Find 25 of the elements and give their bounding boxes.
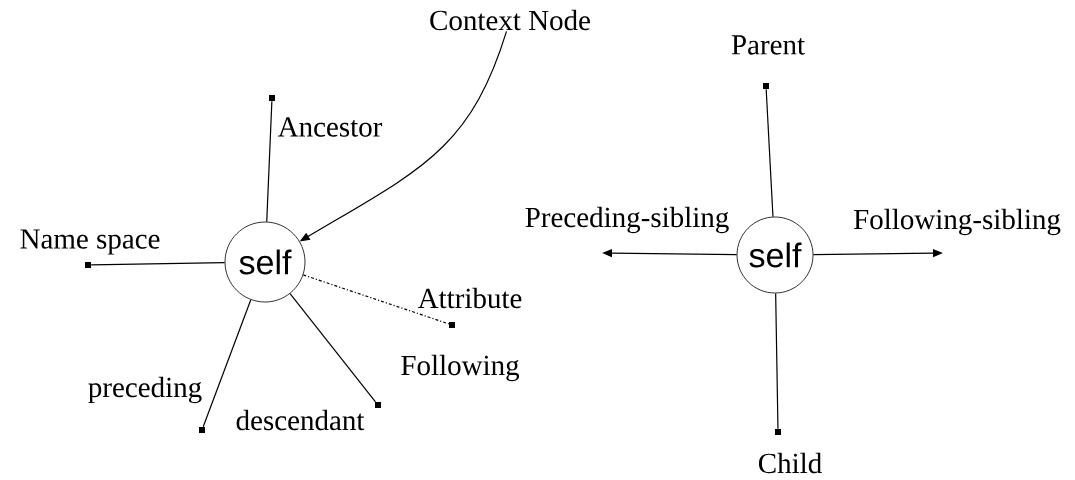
connector-line [765, 88, 774, 218]
axis-label: Ancestor [277, 117, 383, 137]
connector-line [90, 262, 226, 266]
axis-label: preceding [88, 376, 202, 404]
connector-line [266, 100, 273, 223]
endpoint-square [775, 429, 781, 435]
endpoint-square [449, 322, 455, 328]
axis-label: Following [401, 354, 520, 382]
axis-label: Parent [731, 35, 805, 55]
connector-line [202, 299, 252, 428]
connector-line [775, 292, 779, 430]
edge-label: Preceding-sibling [525, 206, 729, 234]
edge-label: Following-sibling [853, 208, 1061, 236]
endpoint-square [375, 402, 381, 408]
axis-label: Name space [20, 229, 160, 255]
axis-label: descendant [236, 409, 365, 431]
endpoint-square [763, 83, 769, 89]
axis-label: Child [758, 452, 822, 474]
connector-line [289, 293, 377, 403]
connector-line [302, 274, 450, 325]
endpoint-square [85, 262, 91, 268]
endpoint-square [269, 95, 275, 101]
endpoint-square [199, 427, 205, 433]
axis-label: Attribute [417, 287, 522, 309]
node-label: Context Node [430, 9, 590, 31]
